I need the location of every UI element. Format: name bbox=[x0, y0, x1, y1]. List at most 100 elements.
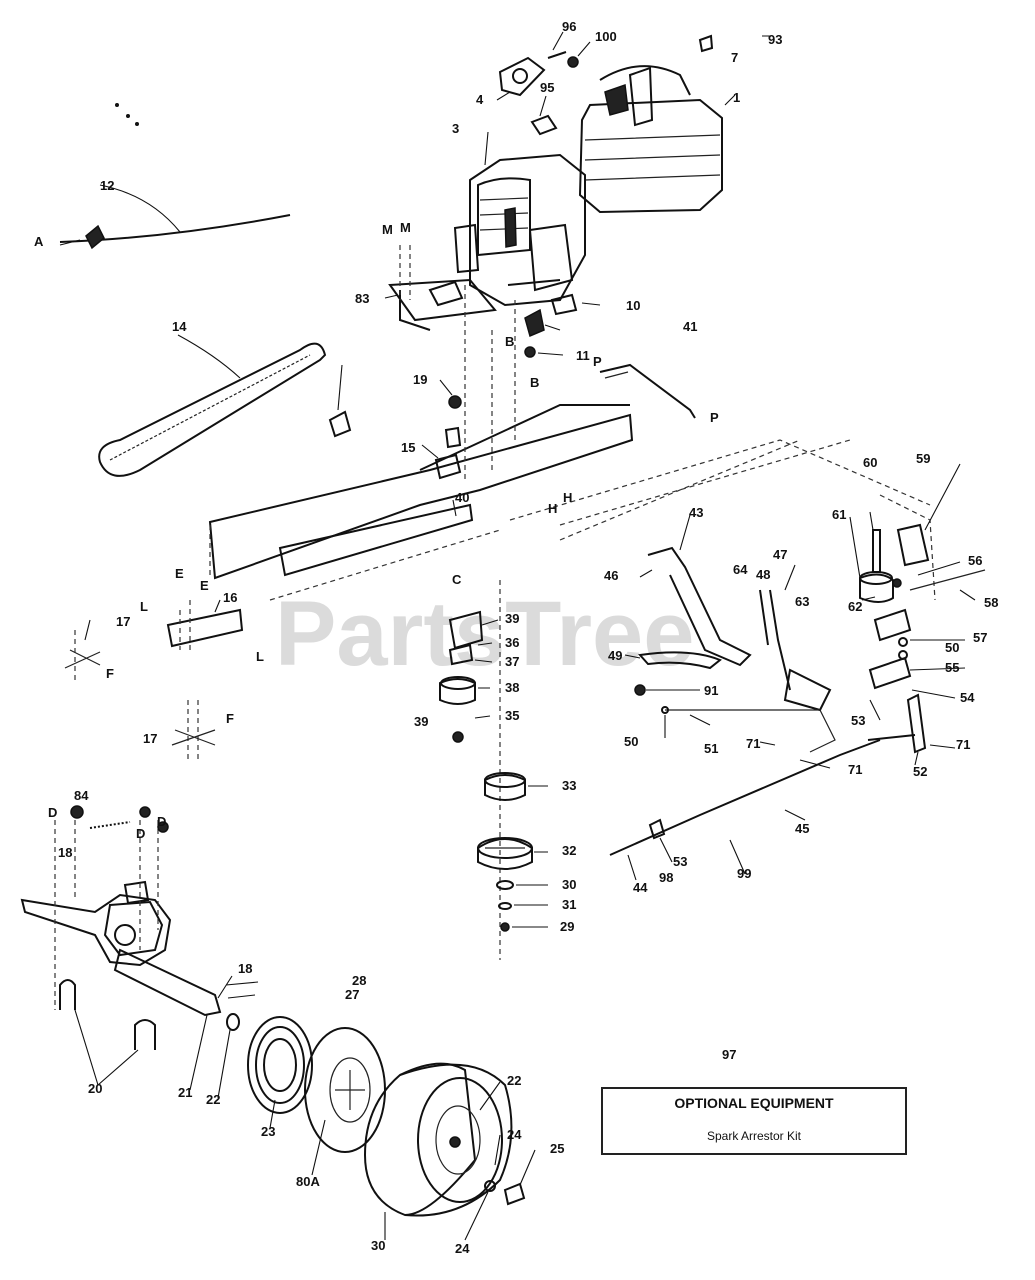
u-bolt-left bbox=[59, 979, 76, 1010]
letter-d2: D bbox=[136, 826, 145, 841]
callout-11: 11 bbox=[576, 348, 590, 363]
handle-46 bbox=[647, 546, 752, 667]
callout-17b: 17 bbox=[143, 731, 157, 746]
lever-41 bbox=[599, 363, 696, 419]
bracket-16 bbox=[166, 608, 244, 648]
shaft-60 bbox=[872, 529, 881, 573]
callout-24: 24 bbox=[455, 1241, 470, 1256]
callout-57: 57 bbox=[973, 630, 987, 645]
rim-80A bbox=[304, 1027, 386, 1153]
nut-11 bbox=[524, 346, 536, 358]
callout-7: 7 bbox=[731, 50, 738, 65]
callout-83: 83 bbox=[355, 291, 369, 306]
letter-p2: P bbox=[710, 410, 719, 425]
drive-belt bbox=[98, 342, 327, 477]
callout-1: 1 bbox=[733, 90, 740, 105]
u-bolt-right bbox=[134, 1019, 156, 1050]
callout-41: 41 bbox=[683, 319, 697, 334]
callout-23: 23 bbox=[261, 1124, 275, 1139]
transaxle bbox=[20, 880, 222, 1017]
callout-84: 84 bbox=[74, 788, 89, 803]
bracket-15 bbox=[434, 453, 462, 480]
callout-12: 12 bbox=[100, 178, 114, 193]
callout-91: 91 bbox=[704, 683, 718, 698]
letter-d3: D bbox=[157, 814, 166, 829]
rod-47 bbox=[769, 589, 791, 691]
callout-50a: 50 bbox=[624, 734, 638, 749]
letter-m2: M bbox=[400, 220, 411, 235]
callout-100: 100 bbox=[595, 29, 617, 44]
mount-tab bbox=[428, 280, 464, 307]
callout-25: 25 bbox=[550, 1141, 564, 1156]
clip-7 bbox=[698, 34, 714, 53]
callout-54: 54 bbox=[960, 690, 975, 705]
callout-71b: 71 bbox=[848, 762, 862, 777]
callout-22a: 22 bbox=[206, 1092, 220, 1107]
callout-38: 38 bbox=[505, 680, 519, 695]
callout-98: 98 bbox=[659, 870, 673, 885]
callout-20: 20 bbox=[88, 1081, 102, 1096]
callout-64: 64 bbox=[733, 562, 748, 577]
pulley-38 bbox=[439, 678, 476, 705]
tire-80 bbox=[363, 1062, 513, 1217]
optional-equipment-box: OPTIONAL EQUIPMENT Spark Arrestor Kit bbox=[601, 1087, 907, 1155]
callout-37: 37 bbox=[505, 654, 519, 669]
screws-dots bbox=[115, 103, 139, 126]
pulley-33 bbox=[484, 774, 526, 801]
plate-59 bbox=[896, 523, 930, 567]
bolt-96 bbox=[547, 51, 567, 59]
callout-61: 61 bbox=[832, 507, 846, 522]
callout-62a: 62 bbox=[848, 599, 862, 614]
callout-33: 33 bbox=[562, 778, 576, 793]
callout-50b: 50 bbox=[945, 640, 959, 655]
callout-16: 16 bbox=[223, 590, 237, 605]
callout-71c: 71 bbox=[956, 737, 970, 752]
callout-99: 99 bbox=[737, 866, 751, 881]
letter-e2: E bbox=[200, 578, 209, 593]
cap-25 bbox=[503, 1182, 526, 1206]
letter-h2: H bbox=[548, 501, 557, 516]
callout-51: 51 bbox=[704, 741, 718, 756]
callout-15: 15 bbox=[401, 440, 415, 455]
engine bbox=[453, 153, 586, 307]
callout-96: 96 bbox=[562, 19, 576, 34]
callout-97: 97 bbox=[722, 1047, 737, 1062]
letter-e1: E bbox=[175, 566, 184, 581]
rod-45 bbox=[609, 739, 881, 856]
callout-56: 56 bbox=[968, 553, 982, 568]
letter-b2: B bbox=[530, 375, 539, 390]
watermark: PartsTree bbox=[275, 583, 694, 685]
callout-59: 59 bbox=[916, 451, 930, 466]
letter-m1: M bbox=[382, 222, 393, 237]
callout-60: 60 bbox=[863, 455, 877, 470]
letter-b1: B bbox=[505, 334, 514, 349]
callout-53b: 53 bbox=[851, 713, 865, 728]
callout-29: 29 bbox=[560, 919, 574, 934]
callout-95: 95 bbox=[540, 80, 554, 95]
callout-28: 28 bbox=[352, 973, 366, 988]
callout-31: 31 bbox=[562, 897, 576, 912]
mount-bracket bbox=[399, 290, 431, 331]
letter-d1: D bbox=[48, 805, 57, 820]
pulley-32 bbox=[477, 838, 533, 870]
muffler bbox=[578, 65, 723, 214]
letter-f2: F bbox=[226, 711, 234, 726]
callout-30: 30 bbox=[562, 877, 576, 892]
callout-39b: 39 bbox=[414, 714, 428, 729]
nut-19 bbox=[448, 395, 462, 409]
callout-18b: 18 bbox=[238, 961, 252, 976]
callout-27: 27 bbox=[345, 987, 359, 1002]
callout-36: 36 bbox=[505, 635, 519, 650]
callout-21: 21 bbox=[178, 1085, 192, 1100]
bracket-9 bbox=[524, 308, 545, 338]
part-25 bbox=[328, 410, 352, 438]
letter-f1: F bbox=[106, 666, 114, 681]
callout-19: 19 bbox=[413, 372, 427, 387]
exhaust-gasket bbox=[498, 56, 546, 97]
spring-49 bbox=[638, 651, 722, 670]
optional-equipment-title: OPTIONAL EQUIPMENT bbox=[674, 1095, 834, 1111]
frame bbox=[208, 404, 931, 601]
hub-23 bbox=[247, 1016, 313, 1114]
cable-clamp bbox=[85, 224, 105, 250]
